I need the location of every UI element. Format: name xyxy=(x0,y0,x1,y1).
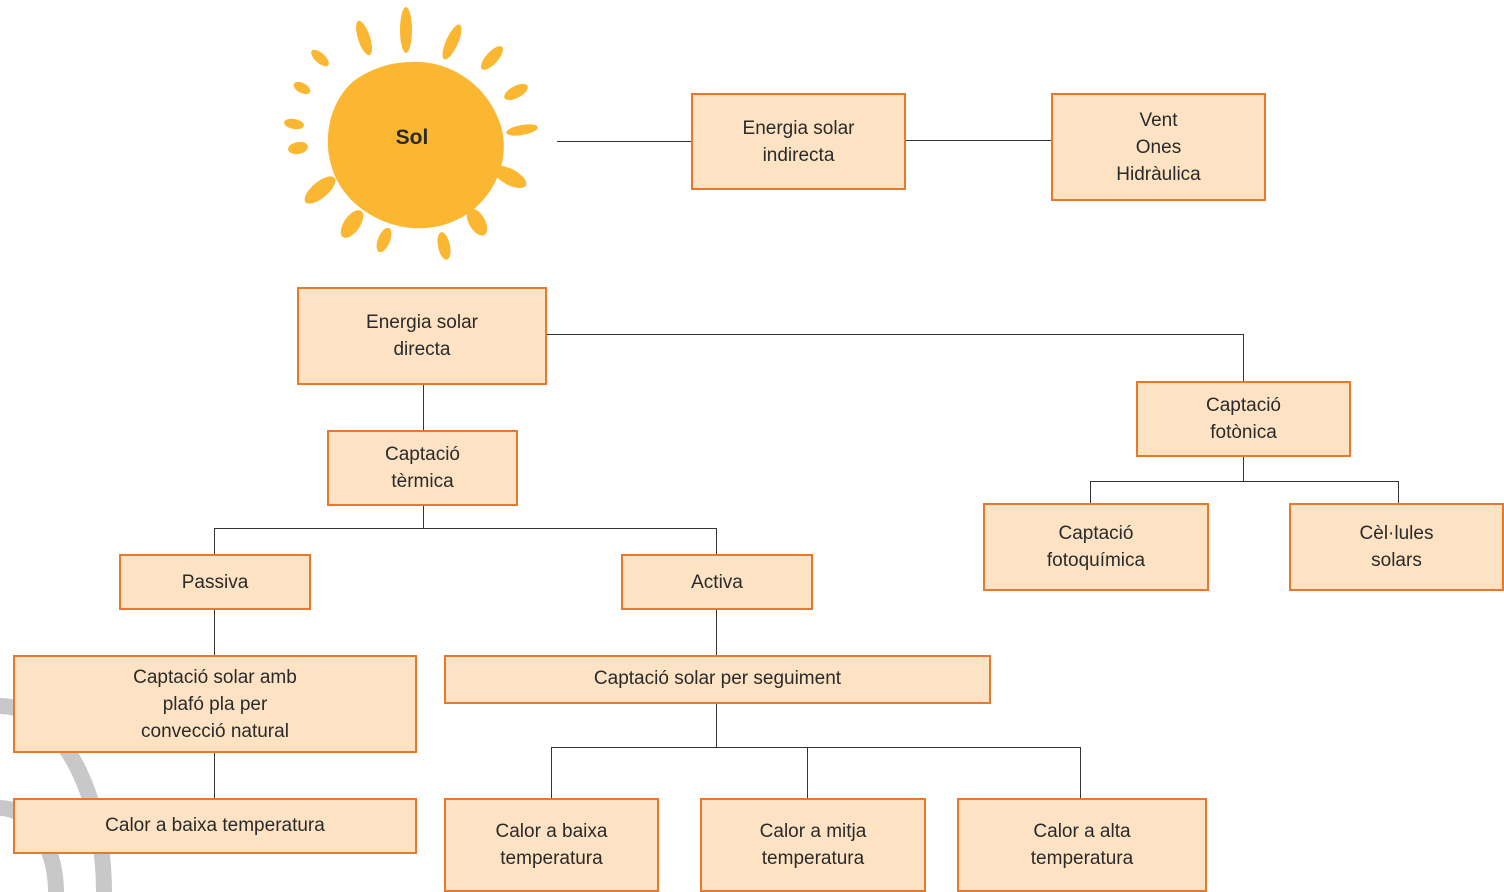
sun-ray xyxy=(284,118,304,130)
sun-label: Sol xyxy=(395,126,429,149)
node-energia-solar-indirecta: Energia solar indirecta xyxy=(691,93,906,190)
sun-ray xyxy=(481,46,503,70)
node-captacio-termica: Captació tèrmica xyxy=(327,430,518,506)
sun-ray xyxy=(304,176,336,204)
sun-ray xyxy=(504,83,528,101)
sun-ray xyxy=(437,232,451,260)
node-cellules-solars: Cèl·lules solars xyxy=(1289,503,1504,591)
sun-ray xyxy=(293,81,311,95)
node-captacio-fotonica: Captació fotònica xyxy=(1136,381,1351,457)
sun-ray xyxy=(442,24,462,60)
sun-ray xyxy=(506,124,538,136)
sun-ray xyxy=(376,227,392,253)
node-passiva-calor-baixa: Calor a baixa temperatura xyxy=(13,798,417,854)
node-passiva: Passiva xyxy=(119,554,311,610)
node-vent-ones-hidraulica: Vent Ones Hidràulica xyxy=(1051,93,1266,201)
sun-icon xyxy=(284,7,538,260)
node-energia-solar-directa: Energia solar directa xyxy=(297,287,547,385)
node-captacio-seguiment: Captació solar per seguiment xyxy=(444,655,991,704)
sun-ray xyxy=(493,165,527,189)
node-captacio-plafo-pla: Captació solar amb plafó pla per convecc… xyxy=(13,655,417,753)
node-calor-baixa: Calor a baixa temperatura xyxy=(444,798,659,892)
node-calor-mitja: Calor a mitja temperatura xyxy=(700,798,926,892)
node-activa: Activa xyxy=(621,554,813,610)
node-captacio-fotoquimica: Captació fotoquímica xyxy=(983,503,1209,591)
sun-ray xyxy=(340,210,364,238)
sun-ray xyxy=(311,49,329,67)
node-calor-alta: Calor a alta temperatura xyxy=(957,798,1207,892)
sun-ray xyxy=(356,20,372,56)
sun-ray xyxy=(400,7,412,53)
sun-ray xyxy=(466,208,488,236)
sun-ray xyxy=(288,141,308,155)
